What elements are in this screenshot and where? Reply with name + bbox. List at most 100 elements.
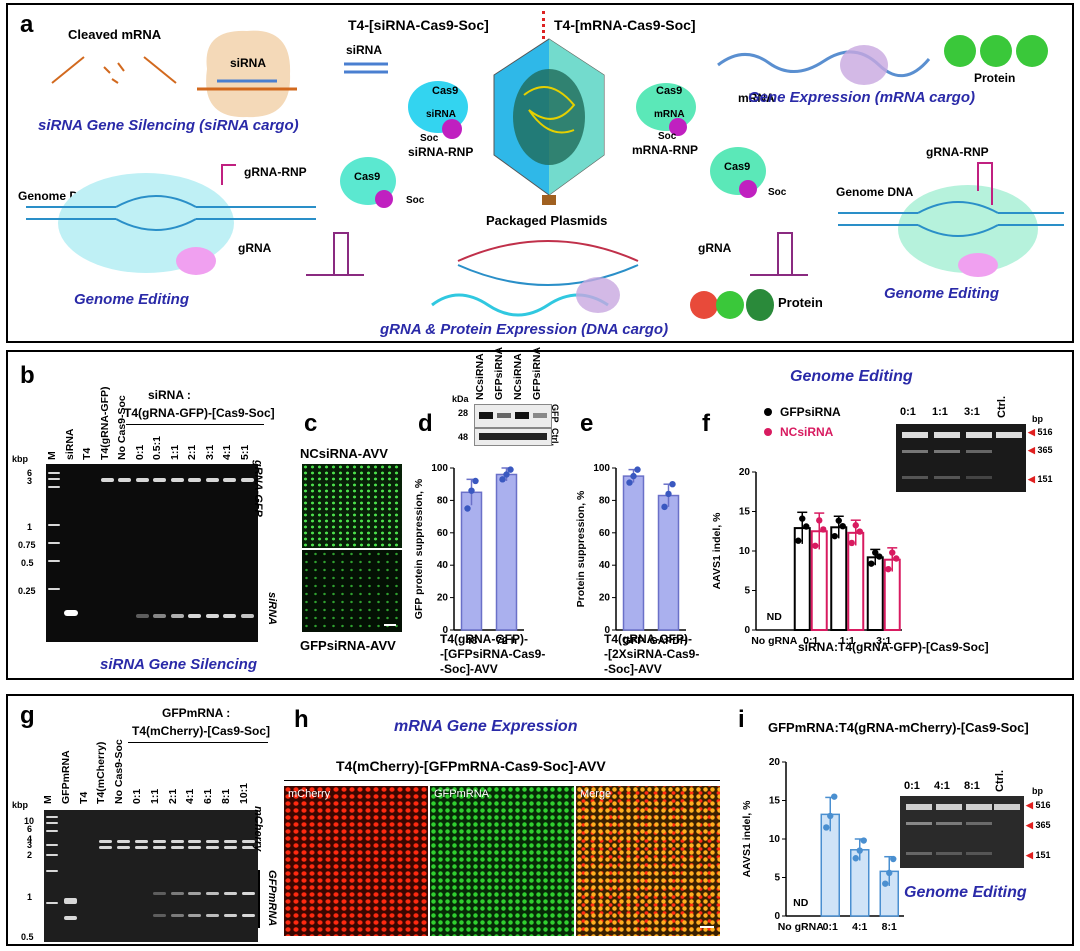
- panel-a: a T4-[siRNA-Cas9-Soc] T4-[mRNA-Cas9-Soc]…: [6, 3, 1074, 343]
- protein-green-icon: [944, 35, 1048, 67]
- protein-label-bottom: Protein: [778, 295, 823, 310]
- risc-sirna-text: siRNA: [230, 56, 266, 70]
- panel-f-gel: [896, 424, 1026, 492]
- panel-b-gel: [46, 464, 258, 642]
- soc-left-label: Soc: [406, 195, 425, 206]
- data-point: [464, 505, 471, 512]
- y-tick-label: 60: [599, 528, 611, 539]
- gel-lane-label: 4:1: [934, 780, 950, 792]
- data-point: [852, 522, 859, 529]
- sirna-rnp-soc: Soc: [420, 133, 439, 144]
- data-point: [507, 466, 514, 473]
- lane-label: 2:1: [186, 444, 198, 460]
- mrna-label: mRNA: [738, 91, 775, 105]
- legend-entry: NCsiRNA: [780, 425, 834, 439]
- panel-c-label: c: [304, 410, 318, 437]
- panel-c-gfp-image: [302, 550, 402, 632]
- y-tick-label: 80: [437, 495, 449, 506]
- bar: [460, 491, 483, 631]
- y-tick-label: 20: [769, 757, 781, 768]
- y-tick-label: 100: [593, 463, 610, 474]
- legend-entry: GFPsiRNA: [780, 405, 841, 419]
- gel-lane-label: 3:1: [964, 406, 980, 418]
- sirna-label: siRNA: [346, 43, 383, 57]
- y-tick-label: 20: [437, 593, 449, 604]
- panel-i-title: GFPmRNA:T4(gRNA-mCherry)-[Cas9-Soc]: [768, 720, 1029, 735]
- data-point: [831, 793, 838, 800]
- genome-dna-right-label: Genome DNA: [836, 185, 914, 199]
- data-point: [468, 487, 475, 494]
- x-tick-label: 0:1: [823, 921, 838, 933]
- lane-label: 1:1: [148, 788, 161, 804]
- lane-label: T4(mCherry): [95, 741, 108, 804]
- panel-d-caption: T4(gRNA-GFP)--[GFPsiRNA-Cas9--Soc]-AVV: [440, 632, 546, 676]
- panel-i-gel: [900, 796, 1024, 868]
- data-point: [839, 522, 846, 530]
- panel-h-gfpmrna-image: GFPmRNA: [430, 786, 574, 936]
- kbp-tick: 0.25: [18, 586, 36, 596]
- lane-label: 1:1: [168, 444, 181, 460]
- panel-h-merge-image: Merge: [576, 786, 720, 936]
- kbp-tick: 10: [24, 816, 35, 826]
- lane-label: 8:1: [220, 788, 232, 804]
- gel-lane-label: Ctrl.: [996, 396, 1008, 418]
- y-tick-label: 0: [442, 625, 448, 636]
- panel-a-label: a: [20, 11, 34, 38]
- data-point: [823, 824, 830, 831]
- data-point: [876, 553, 883, 560]
- gel-lane-label: 0:1: [900, 406, 916, 418]
- data-point: [852, 855, 859, 862]
- data-point: [799, 515, 806, 522]
- soc-right-label: Soc: [768, 187, 787, 198]
- panel-b-caption: siRNA Gene Silencing: [100, 656, 257, 673]
- panel-f-bp-516: ◀ 516: [1028, 427, 1053, 437]
- grna-right-icon: [750, 232, 808, 276]
- panel-c-bottom-title: GFPsiRNA-AVV: [300, 638, 396, 653]
- lane-label: M: [46, 451, 58, 460]
- t4-phage-icon: [493, 38, 605, 205]
- y-tick-label: 15: [739, 507, 751, 518]
- mrna-rnp-mrna: mRNA: [654, 109, 685, 120]
- lane-label: NCsiRNA: [512, 353, 524, 400]
- plasmid-icon: [457, 240, 639, 286]
- lane-label: 10:1: [237, 782, 250, 804]
- kbp-tick: 6: [27, 468, 33, 478]
- y-tick-label: 80: [599, 495, 611, 506]
- y-axis-label: AAVS1 indel, %: [741, 800, 753, 877]
- panel-i-caption: Genome Editing: [904, 884, 1027, 901]
- panel-g-right-label-top: mCherry: [252, 806, 264, 852]
- panel-g-gel: [44, 810, 258, 942]
- lane-label: GFPmRNA: [59, 750, 72, 804]
- kbp-tick: 6: [27, 824, 33, 834]
- genome-editing-left-icon: [26, 164, 316, 275]
- mrna-rnp-label: mRNA-RNP: [632, 143, 698, 157]
- panel-b-kbp-label: kbp: [12, 454, 29, 464]
- bar: [622, 475, 645, 631]
- data-point: [816, 517, 823, 524]
- kbp-tick: 2: [27, 850, 33, 860]
- data-point: [626, 479, 633, 486]
- cas9-right-label: Cas9: [724, 161, 751, 173]
- grna-right-label: gRNA: [698, 241, 732, 255]
- sirna-gene-silencing-label: siRNA Gene Silencing (siRNA cargo): [38, 117, 299, 134]
- packaged-plasmids-label: Packaged Plasmids: [486, 213, 608, 228]
- panel-f-bp-151: ◀ 151: [1028, 474, 1053, 484]
- data-point: [472, 477, 479, 485]
- data-point: [669, 481, 676, 488]
- gel-lane-label: 1:1: [932, 406, 948, 418]
- cas9-left-label: Cas9: [354, 171, 381, 183]
- gel-lane-label: Ctrl.: [994, 770, 1006, 792]
- panel-d-blot-right-ctrl: Ctrl.: [550, 428, 560, 446]
- data-point: [661, 503, 668, 511]
- header-divider: [542, 11, 545, 39]
- panel-i-bp-label: bp: [1032, 786, 1043, 796]
- lane-label: 0:1: [133, 444, 146, 460]
- panel-i-bp-365: ◀ 365: [1026, 820, 1051, 830]
- panel-d-kda-48: 48: [458, 432, 469, 442]
- y-tick-label: 60: [437, 528, 449, 539]
- panel-d-label: d: [418, 410, 433, 437]
- panel-g-label: g: [20, 702, 35, 729]
